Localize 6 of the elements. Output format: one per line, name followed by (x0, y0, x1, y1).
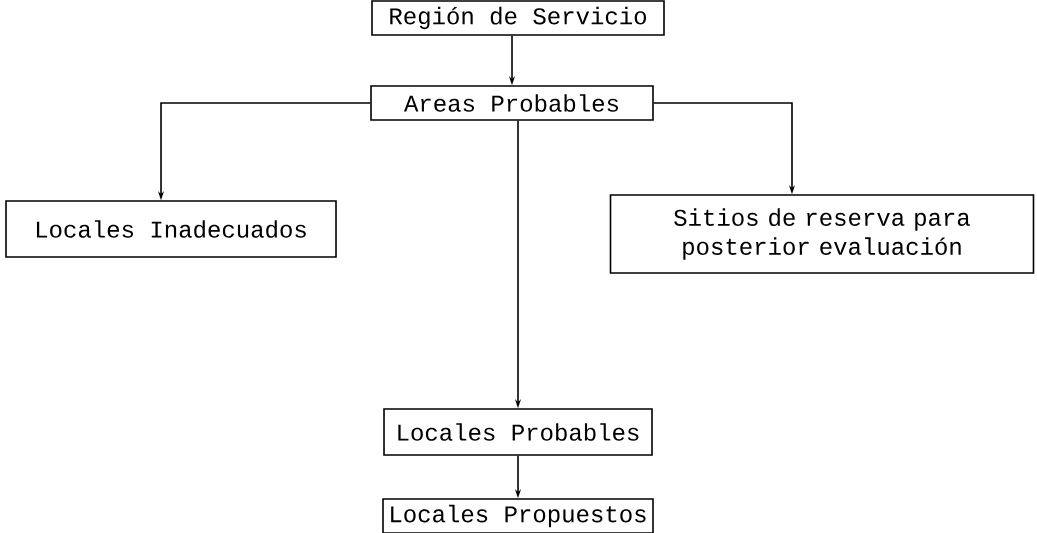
process-box: Sitios de reserva para posterior evaluación (609, 194, 1035, 274)
process-box: Locales Propuestos (382, 498, 654, 533)
process-box: Locales Inadecuados (5, 200, 337, 258)
process-box: Areas Probables (370, 85, 654, 121)
process-box: Locales Probables (383, 408, 653, 456)
process-box: Región de Servicio (371, 0, 665, 36)
